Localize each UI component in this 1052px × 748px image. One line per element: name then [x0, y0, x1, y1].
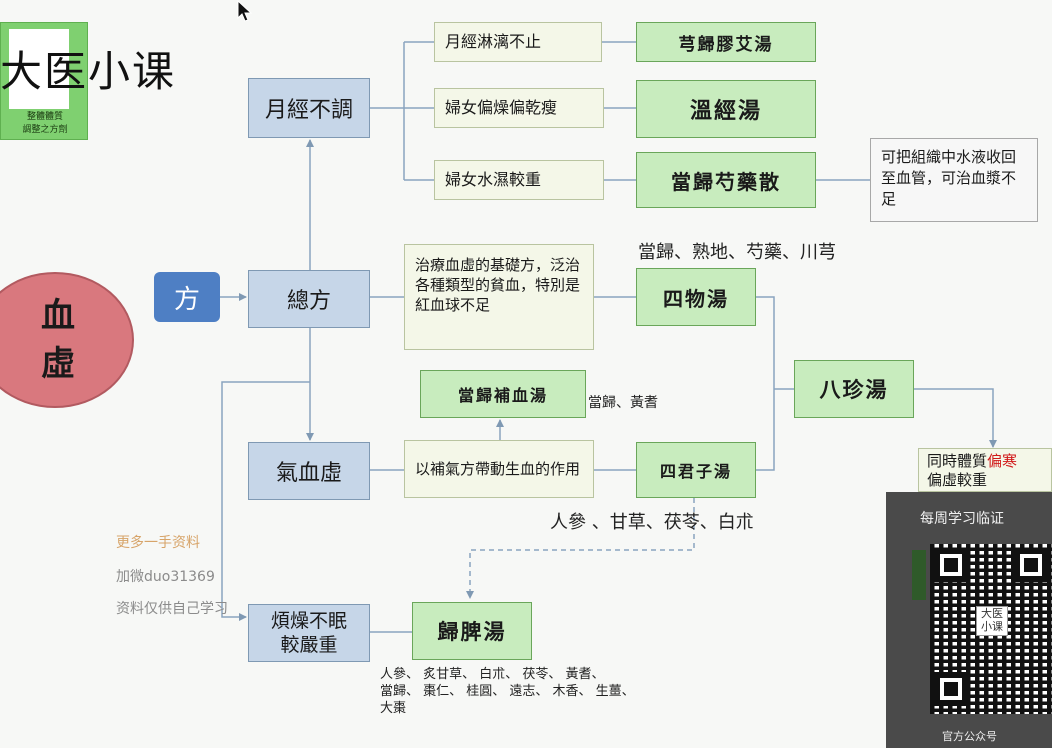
node-restless-line1: 煩燥不眠	[270, 610, 347, 632]
formula-gui-pi: 歸脾湯	[412, 602, 532, 660]
formula-si-wu: 四物湯	[636, 268, 756, 326]
herbs-dang-gui-bu-xue: 當歸、黃耆	[588, 395, 658, 411]
qr-eye-top-right	[1014, 548, 1048, 582]
formula-badge: 方	[154, 272, 220, 322]
node-restless-insomnia: 煩燥不眠 較嚴重	[248, 604, 370, 662]
mouse-cursor-icon	[237, 0, 253, 22]
note-bazhen-highlight: 偏寒	[987, 452, 1018, 470]
note-bazhen-line2: 偏虛較重	[927, 471, 988, 489]
note-general-formula-desc: 治療血虛的基礎方，泛治各種類型的貧血，特別是紅血球不足	[404, 244, 594, 350]
qr-eye-bottom-left	[934, 672, 968, 706]
note-qi-blood-desc: 以補氣方帶動生血的作用	[404, 440, 594, 498]
logo-caption: 整體體質 調整之方劑	[5, 111, 85, 137]
watermark-line2: 加微duo31369	[116, 569, 215, 585]
node-restless-line2: 較嚴重	[280, 634, 338, 656]
herbs-gui-pi: 人參、 炙甘草、 白朮、 茯苓、 黃耆、 當歸、 棗仁、 桂圓、 遠志、 木香、…	[380, 666, 720, 717]
qr-center-line2: 小课	[981, 620, 1003, 633]
note-bazhen-desc: 同時體質偏寒 偏虛較重	[918, 448, 1052, 492]
herbs-gui-pi-line2: 當歸、 棗仁、 桂圓、 遠志、 木香、 生薑、	[380, 684, 635, 699]
formula-ba-zhen: 八珍湯	[794, 360, 914, 418]
node-irregular-menstruation: 月經不調	[248, 78, 370, 138]
formula-wen-jing: 溫經湯	[636, 80, 816, 138]
central-topic-line1: 血	[41, 296, 75, 336]
watermark-line3: 资料仅供自己学习	[116, 601, 228, 617]
qr-center-line1: 大医	[981, 607, 1003, 620]
promo-panel-accent	[912, 550, 926, 600]
note-bazhen-prefix: 同時體質	[927, 452, 988, 470]
node-general-formula: 總方	[248, 270, 370, 328]
herbs-gui-pi-line1: 人參、 炙甘草、 白朮、 茯苓、 黃耆、	[380, 667, 605, 682]
qr-code: 大医 小课	[930, 544, 1052, 714]
node-qi-blood-deficiency: 氣血虛	[248, 442, 370, 500]
logo-caption-line2: 調整之方劑	[22, 125, 68, 135]
promo-panel-bottom-text: 官方公众号	[942, 730, 997, 743]
central-topic-blood-deficiency: 血 虛	[0, 272, 134, 408]
formula-dang-gui-bu-xue: 當歸補血湯	[420, 370, 586, 418]
watermark-line1: 更多一手资料	[116, 535, 200, 551]
herbs-si-jun-zi: 人參 、甘草、茯苓、白朮	[550, 512, 754, 533]
qr-center-logo: 大医 小课	[976, 606, 1008, 636]
promo-panel-top-text: 每周学习临证	[920, 511, 1004, 527]
symptom-dry-thin: 婦女偏燥偏乾瘦	[434, 88, 604, 128]
symptom-damp-heavy: 婦女水濕較重	[434, 160, 604, 200]
promo-panel: 每周学习临证 大医 小课 官方公众号	[886, 492, 1052, 748]
formula-xiong-gui-jiao-ai: 芎歸膠艾湯	[636, 22, 816, 62]
brand-title: 大医小课	[0, 47, 177, 96]
note-fluid-return: 可把組織中水液收回至血管，可治血漿不足	[870, 138, 1038, 222]
formula-dang-gui-shao-yao: 當歸芍藥散	[636, 152, 816, 208]
symptom-prolonged-bleeding: 月經淋漓不止	[434, 22, 602, 62]
herbs-si-wu: 當歸、熟地、芍藥、川芎	[638, 242, 836, 263]
logo-caption-line1: 整體體質	[26, 112, 63, 122]
formula-si-jun-zi: 四君子湯	[636, 442, 756, 498]
brand-logo: 整體體質 調整之方劑	[0, 22, 88, 140]
logo-badge	[9, 29, 69, 109]
central-topic-line2: 虛	[41, 344, 75, 384]
herbs-gui-pi-line3: 大棗	[380, 701, 407, 716]
qr-eye-top-left	[934, 548, 968, 582]
